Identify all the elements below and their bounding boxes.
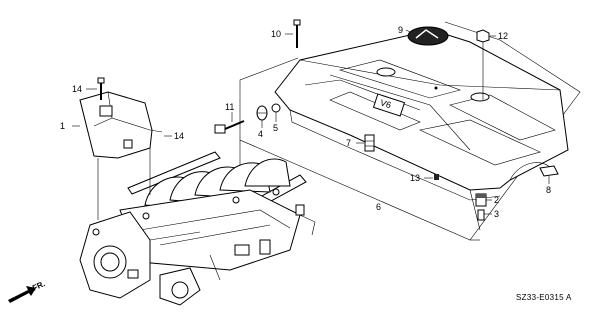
clip-13 xyxy=(434,174,439,180)
bolt-11 xyxy=(214,120,245,134)
engine-cover: V6 xyxy=(274,29,569,231)
callout-4: 4 xyxy=(258,129,263,139)
callout-1: 1 xyxy=(60,121,65,131)
collar-3 xyxy=(477,209,485,221)
pad-8 xyxy=(539,165,559,177)
front-direction-indicator: FR. xyxy=(8,279,47,303)
callout-10: 10 xyxy=(271,29,281,39)
bolt-10 xyxy=(293,19,301,48)
intake-manifold xyxy=(79,151,316,306)
diagram-code: SZ33-E0315 A xyxy=(516,293,572,302)
callout-12: 12 xyxy=(498,31,508,41)
collar-5 xyxy=(271,103,281,113)
side-cover-1 xyxy=(79,77,163,159)
callout-13: 13 xyxy=(410,173,420,183)
callout-11: 11 xyxy=(225,102,234,112)
direction-label: FR. xyxy=(31,279,46,293)
callout-14-right: 14 xyxy=(174,131,184,141)
callout-numbers: 1 2 3 4 5 6 7 8 9 10 11 12 13 14 14 xyxy=(60,25,551,219)
cushion-7 xyxy=(364,134,375,152)
cover-lettering: V6 xyxy=(379,97,393,110)
leader-lines xyxy=(72,29,550,220)
callout-8: 8 xyxy=(546,185,551,195)
callout-9: 9 xyxy=(398,25,403,35)
callout-14-top: 14 xyxy=(72,84,82,94)
grommet-2 xyxy=(475,193,487,207)
emblem xyxy=(407,26,449,46)
front-arrow-icon xyxy=(8,286,36,303)
callout-6: 6 xyxy=(376,202,381,212)
callout-3: 3 xyxy=(494,209,499,219)
callout-7: 7 xyxy=(346,138,351,148)
grommet-4 xyxy=(256,105,268,121)
callout-5: 5 xyxy=(273,123,278,133)
callout-2: 2 xyxy=(494,195,499,205)
nut-12 xyxy=(476,29,490,100)
